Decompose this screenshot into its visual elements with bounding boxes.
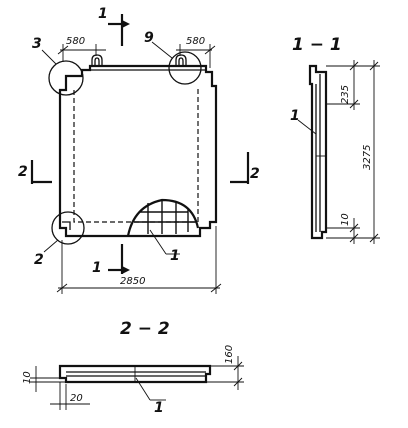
section-1-1-leader-label: 1 bbox=[290, 108, 300, 124]
panel-inner-dashed bbox=[73, 88, 199, 223]
section-mark-1-bottom: 1 bbox=[92, 244, 130, 276]
lifting-loop-left bbox=[91, 54, 103, 66]
leader-1-front-label: 1 bbox=[170, 248, 180, 264]
dim-235-text: 235 bbox=[340, 85, 351, 104]
section-1-1-leader bbox=[297, 119, 317, 135]
notch-detail bbox=[62, 221, 71, 230]
section-2-2-leader bbox=[135, 377, 151, 401]
section-2-2: 2 − 2 10 160 20 1 bbox=[22, 319, 244, 416]
section-1-1-title: 1 − 1 bbox=[292, 35, 342, 55]
section-2-left-label: 2 bbox=[18, 164, 28, 180]
dim-10-text: 10 bbox=[340, 213, 351, 226]
dim-580-right-text: 580 bbox=[186, 36, 205, 47]
dim-20-text: 20 bbox=[70, 393, 83, 404]
callout-circle-2 bbox=[51, 211, 85, 245]
section-1-1-profile bbox=[308, 64, 328, 240]
dim-160-text: 160 bbox=[224, 345, 235, 364]
dim-580-right: 580 bbox=[176, 36, 216, 68]
dim-3275-text: 3275 bbox=[362, 145, 373, 170]
callout-circle-9 bbox=[168, 51, 202, 85]
section-2-2-leader-label: 1 bbox=[154, 400, 164, 416]
callout-3-label: 3 bbox=[32, 36, 42, 52]
section-2-right-label: 2 bbox=[250, 166, 260, 182]
section-2-2-title: 2 − 2 bbox=[120, 319, 170, 339]
dim-2850: 2850 bbox=[56, 226, 222, 294]
dim-10-left-text: 10 bbox=[22, 371, 33, 384]
section-mark-1-top: 1 bbox=[98, 6, 130, 46]
section-1-bottom-label: 1 bbox=[92, 260, 102, 276]
panel-outline bbox=[58, 64, 218, 238]
callout-circle-3 bbox=[48, 60, 84, 96]
front-view: 580 580 3 9 2 1 1 1 bbox=[18, 6, 260, 294]
dim-580-left-text: 580 bbox=[66, 36, 85, 47]
section-mark-2-left: 2 bbox=[18, 160, 52, 184]
section-1-1: 1 − 1 1 235 3275 10 bbox=[290, 35, 380, 244]
leader-1-front bbox=[149, 229, 167, 255]
callout-9-label: 9 bbox=[144, 30, 154, 46]
section-1-top-label: 1 bbox=[98, 6, 108, 22]
section-mark-2-right: 2 bbox=[230, 152, 260, 184]
dim-2850-text: 2850 bbox=[120, 276, 145, 287]
callout-2-label: 2 bbox=[34, 252, 44, 268]
leader-9 bbox=[151, 41, 173, 59]
dim-580-left: 580 bbox=[57, 36, 106, 62]
lifting-loop-right bbox=[175, 54, 187, 66]
reinforcement-hatch bbox=[126, 198, 200, 237]
leader-3 bbox=[41, 49, 57, 65]
leader-2 bbox=[43, 239, 59, 253]
